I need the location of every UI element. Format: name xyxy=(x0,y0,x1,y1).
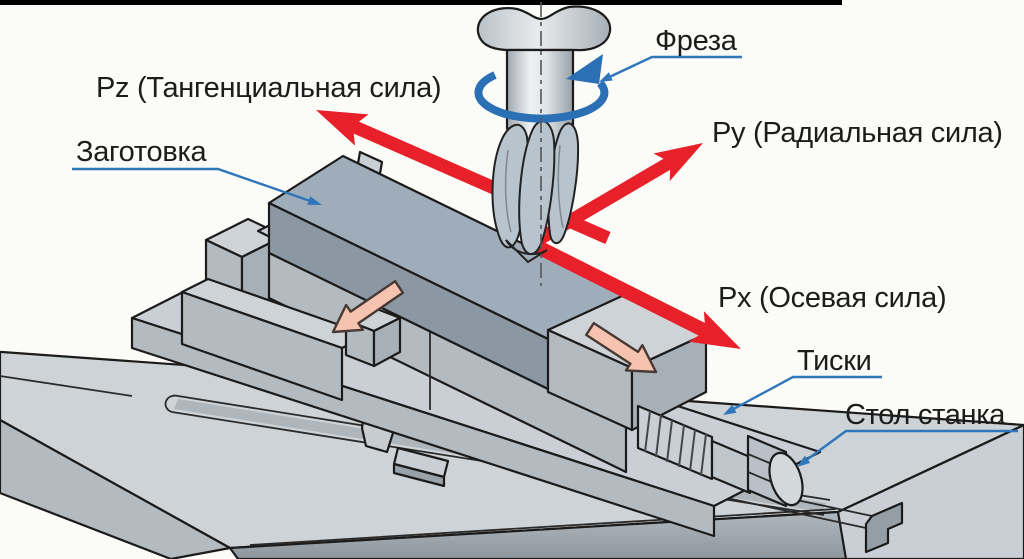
rotation-arrow xyxy=(474,71,609,123)
leader-table-head xyxy=(797,455,811,467)
flute-shading xyxy=(504,144,564,233)
label-cutter: Фреза xyxy=(655,25,738,57)
vise-clamp-bar xyxy=(180,277,402,402)
top-border-bar xyxy=(0,0,842,5)
leader-vise-head xyxy=(723,404,737,415)
label-table: Стол станка xyxy=(845,399,1006,431)
label-workpiece: Заготовка xyxy=(76,136,207,168)
screw-head-end-face xyxy=(768,451,804,507)
callout-leaders xyxy=(72,55,1018,467)
label-force-tangential: Pz (Тангенциальная сила) xyxy=(96,72,441,104)
label-force-radial: Py (Радиальная сила) xyxy=(712,117,1003,149)
leader-table xyxy=(800,429,1018,465)
screw-collar xyxy=(710,439,752,495)
table-left-end-face xyxy=(0,418,232,559)
thread-lines xyxy=(644,410,707,477)
vise-fixed-jaw xyxy=(546,294,708,432)
leader-workpiece-head xyxy=(307,196,322,205)
diagram-labels: Pz (Тангенциальная сила) Фреза Py (Радиа… xyxy=(76,25,1007,431)
screw-threads xyxy=(636,404,714,481)
label-vise: Тиски xyxy=(797,345,872,377)
table-end-slot-notch xyxy=(864,501,904,554)
leader-workpiece xyxy=(72,167,317,205)
fixed-jaw-side xyxy=(630,332,708,432)
force-arrow-py xyxy=(532,143,703,247)
leader-vise xyxy=(727,375,882,414)
milling-cutter xyxy=(474,2,612,286)
leader-cutter xyxy=(602,55,742,82)
cutter-flutes xyxy=(491,120,580,264)
feed-arrows xyxy=(331,280,658,374)
force-arrow-px xyxy=(534,240,741,349)
vise-screw xyxy=(636,404,804,508)
feed-arrow-right xyxy=(585,321,658,374)
leader-cutter-head xyxy=(599,72,613,82)
rotation-arrow-head xyxy=(566,54,603,84)
feed-arrow-left xyxy=(331,280,405,334)
label-force-axial: Px (Осевая сила) xyxy=(718,282,946,314)
